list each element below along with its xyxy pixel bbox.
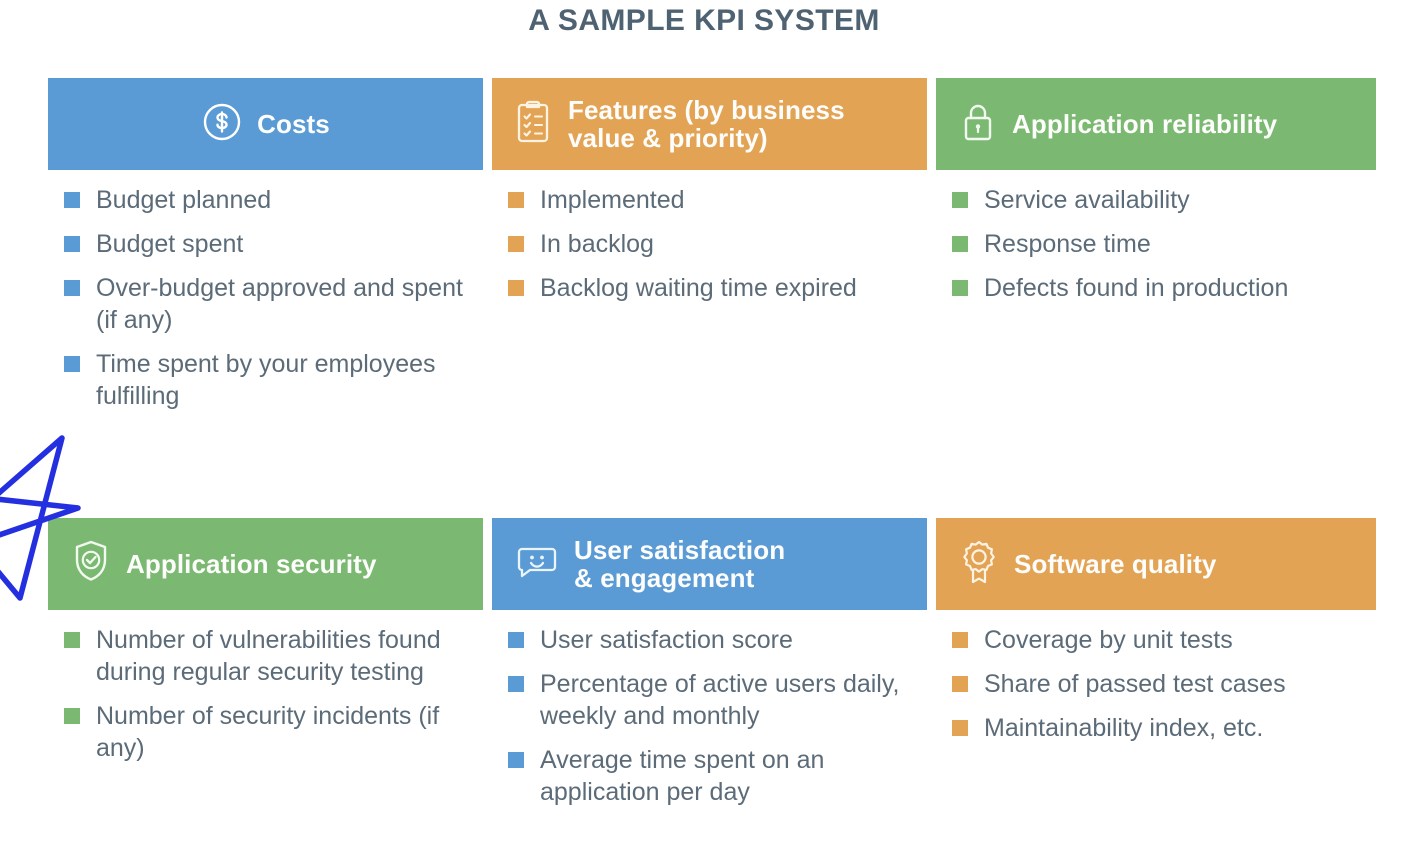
kpi-card-application-security: Application security Number of vulnerabi…: [48, 518, 483, 820]
card-header-software-quality: Software quality: [936, 518, 1376, 610]
kpi-list-costs: Budget planned Budget spent Over-budget …: [48, 170, 483, 412]
list-item: Budget spent: [64, 228, 483, 260]
kpi-list-software-quality: Coverage by unit tests Share of passed t…: [936, 610, 1376, 744]
list-item: Percentage of active users daily, weekly…: [508, 668, 927, 732]
list-item: Service availability: [952, 184, 1376, 216]
kpi-list-application-security: Number of vulnerabilities found during r…: [48, 610, 483, 764]
speech-bubble-smiley-icon: [514, 541, 560, 588]
card-title-application-security: Application security: [126, 548, 377, 579]
kpi-list-features: Implemented In backlog Backlog waiting t…: [492, 170, 927, 304]
list-item: Maintainability index, etc.: [952, 712, 1376, 744]
bullet-square: [64, 708, 80, 724]
bullet-square: [952, 236, 968, 252]
card-title-costs: Costs: [257, 108, 330, 139]
kpi-card-application-reliability: Application reliability Service availabi…: [936, 78, 1376, 424]
card-title-software-quality: Software quality: [1014, 548, 1217, 579]
page-title: A SAMPLE KPI SYSTEM: [528, 4, 880, 37]
kpi-card-features: Features (by business value & priority) …: [492, 78, 927, 424]
bullet-square: [64, 280, 80, 296]
bullet-square: [508, 752, 524, 768]
bullet-square: [508, 632, 524, 648]
award-rosette-icon: [958, 538, 1000, 591]
bullet-square: [952, 280, 968, 296]
card-title-user-satisfaction: User satisfaction & engagement: [574, 534, 786, 593]
bullet-square: [64, 192, 80, 208]
list-item: User satisfaction score: [508, 624, 927, 656]
dollar-circle-icon: [201, 101, 243, 148]
card-header-application-reliability: Application reliability: [936, 78, 1376, 170]
bullet-square: [64, 632, 80, 648]
list-item: In backlog: [508, 228, 927, 260]
list-item: Response time: [952, 228, 1376, 260]
kpi-card-costs: Costs Budget planned Budget spent Over-b…: [48, 78, 483, 424]
list-item: Backlog waiting time expired: [508, 272, 927, 304]
bullet-square: [64, 356, 80, 372]
card-title-application-reliability: Application reliability: [1012, 108, 1278, 139]
list-item: Coverage by unit tests: [952, 624, 1376, 656]
list-item: Over-budget approved and spent (if any): [64, 272, 483, 336]
list-item: Number of vulnerabilities found during r…: [64, 624, 483, 688]
card-header-costs: Costs: [48, 78, 483, 170]
card-header-features: Features (by business value & priority): [492, 78, 927, 170]
kpi-card-user-satisfaction: User satisfaction & engagement User sati…: [492, 518, 927, 820]
card-header-user-satisfaction: User satisfaction & engagement: [492, 518, 927, 610]
bullet-square: [952, 676, 968, 692]
list-item: Number of security incidents (if any): [64, 700, 483, 764]
kpi-card-software-quality: Software quality Coverage by unit tests …: [936, 518, 1376, 820]
kpi-card-grid-row2: Application security Number of vulnerabi…: [48, 518, 1376, 820]
card-title-features: Features (by business value & priority): [568, 94, 845, 153]
bullet-square: [508, 236, 524, 252]
padlock-icon: [958, 99, 998, 150]
bullet-square: [508, 676, 524, 692]
kpi-list-application-reliability: Service availability Response time Defec…: [936, 170, 1376, 304]
kpi-list-user-satisfaction: User satisfaction score Percentage of ac…: [492, 610, 927, 808]
bullet-square: [952, 720, 968, 736]
bullet-square: [952, 192, 968, 208]
list-item: Average time spent on an application per…: [508, 744, 927, 808]
list-item: Defects found in production: [952, 272, 1376, 304]
clipboard-checklist-icon: [514, 99, 554, 150]
list-item: Share of passed test cases: [952, 668, 1376, 700]
bullet-square: [952, 632, 968, 648]
card-header-application-security: Application security: [48, 518, 483, 610]
list-item: Budget planned: [64, 184, 483, 216]
bullet-square: [64, 236, 80, 252]
shield-check-icon: [70, 538, 112, 591]
bullet-square: [508, 192, 524, 208]
bullet-square: [508, 280, 524, 296]
kpi-card-grid: Costs Budget planned Budget spent Over-b…: [48, 78, 1376, 424]
list-item: Time spent by your employees fulfilling: [64, 348, 483, 412]
list-item: Implemented: [508, 184, 927, 216]
